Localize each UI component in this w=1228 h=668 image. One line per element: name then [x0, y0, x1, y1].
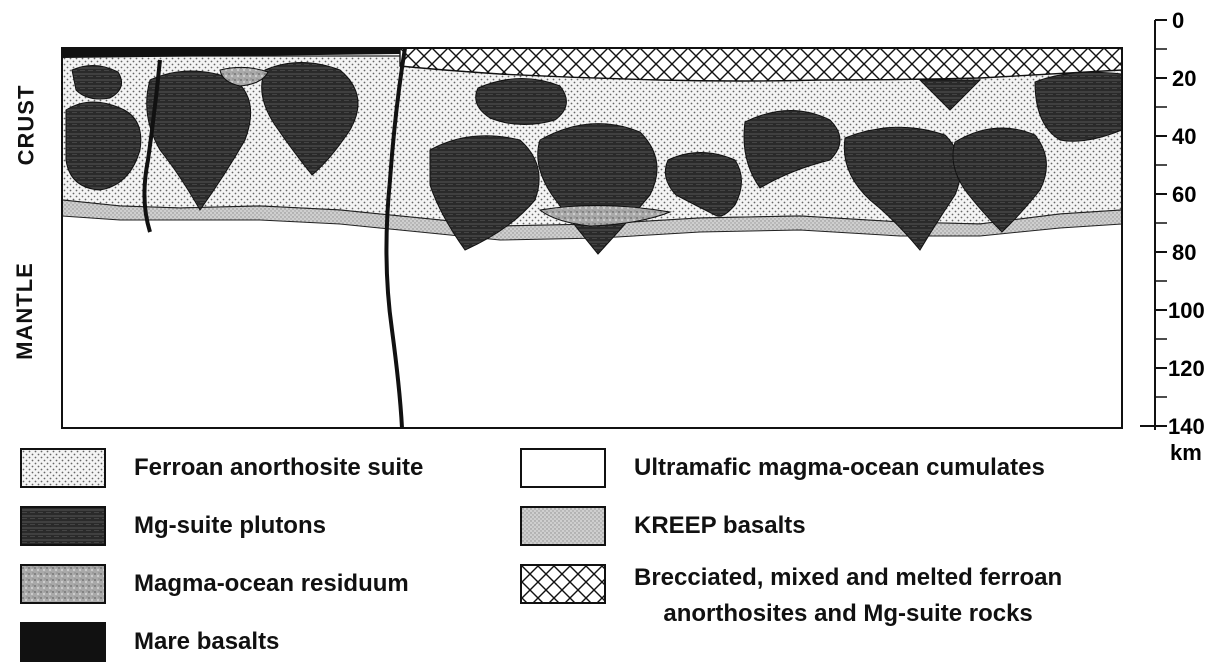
- depth-scale: 0 20 40 60 80 100 120 140 km: [1140, 8, 1205, 465]
- depth-tick-40: 40: [1172, 124, 1196, 149]
- legend-label-ferroan: Ferroan anorthosite suite: [134, 454, 423, 482]
- legend-label-breccia-line2: anorthosites and Mg-suite rocks: [634, 600, 1062, 628]
- depth-tick-100: 100: [1168, 298, 1205, 323]
- depth-tick-80: 80: [1172, 240, 1196, 265]
- depth-tick-120: 120: [1168, 356, 1205, 381]
- legend-item-mare: Mare basalts: [20, 622, 279, 662]
- legend-label-ultramafic: Ultramafic magma-ocean cumulates: [634, 454, 1045, 482]
- ferroan-swatch: [20, 448, 106, 488]
- legend-label-breccia: Brecciated, mixed and melted ferroan ano…: [634, 564, 1062, 628]
- legend-item-mgsuite: Mg-suite plutons: [20, 506, 326, 546]
- depth-tick-60: 60: [1172, 182, 1196, 207]
- brecciated-cap: [400, 15, 1122, 48]
- legend-item-ultramafic: Ultramafic magma-ocean cumulates: [520, 448, 1045, 488]
- legend-item-kreep: KREEP basalts: [520, 506, 806, 546]
- legend-label-breccia-line1: Brecciated, mixed and melted ferroan: [634, 564, 1062, 592]
- legend-label-mgsuite: Mg-suite plutons: [134, 512, 326, 540]
- breccia-swatch: [520, 564, 606, 604]
- legend-label-mare: Mare basalts: [134, 628, 279, 656]
- depth-unit: km: [1170, 440, 1202, 465]
- depth-tick-0: 0: [1172, 8, 1184, 33]
- legend-item-ferroan: Ferroan anorthosite suite: [20, 448, 423, 488]
- ultramafic-swatch: [520, 448, 606, 488]
- mg-pluton-5: [476, 78, 567, 124]
- residuum-swatch: [20, 564, 106, 604]
- crust-label: CRUST: [13, 85, 39, 166]
- mgsuite-swatch: [20, 506, 106, 546]
- legend-label-kreep: KREEP basalts: [634, 512, 806, 540]
- mare-swatch: [20, 622, 106, 662]
- depth-tick-140: 140: [1168, 414, 1205, 439]
- legend-item-breccia: Brecciated, mixed and melted ferroan ano…: [520, 564, 1062, 628]
- depth-tick-20: 20: [1172, 66, 1196, 91]
- legend-item-residuum: Magma-ocean residuum: [20, 564, 409, 604]
- kreep-swatch: [520, 506, 606, 546]
- legend-label-residuum: Magma-ocean residuum: [134, 570, 409, 598]
- mantle-label: MANTLE: [12, 262, 38, 360]
